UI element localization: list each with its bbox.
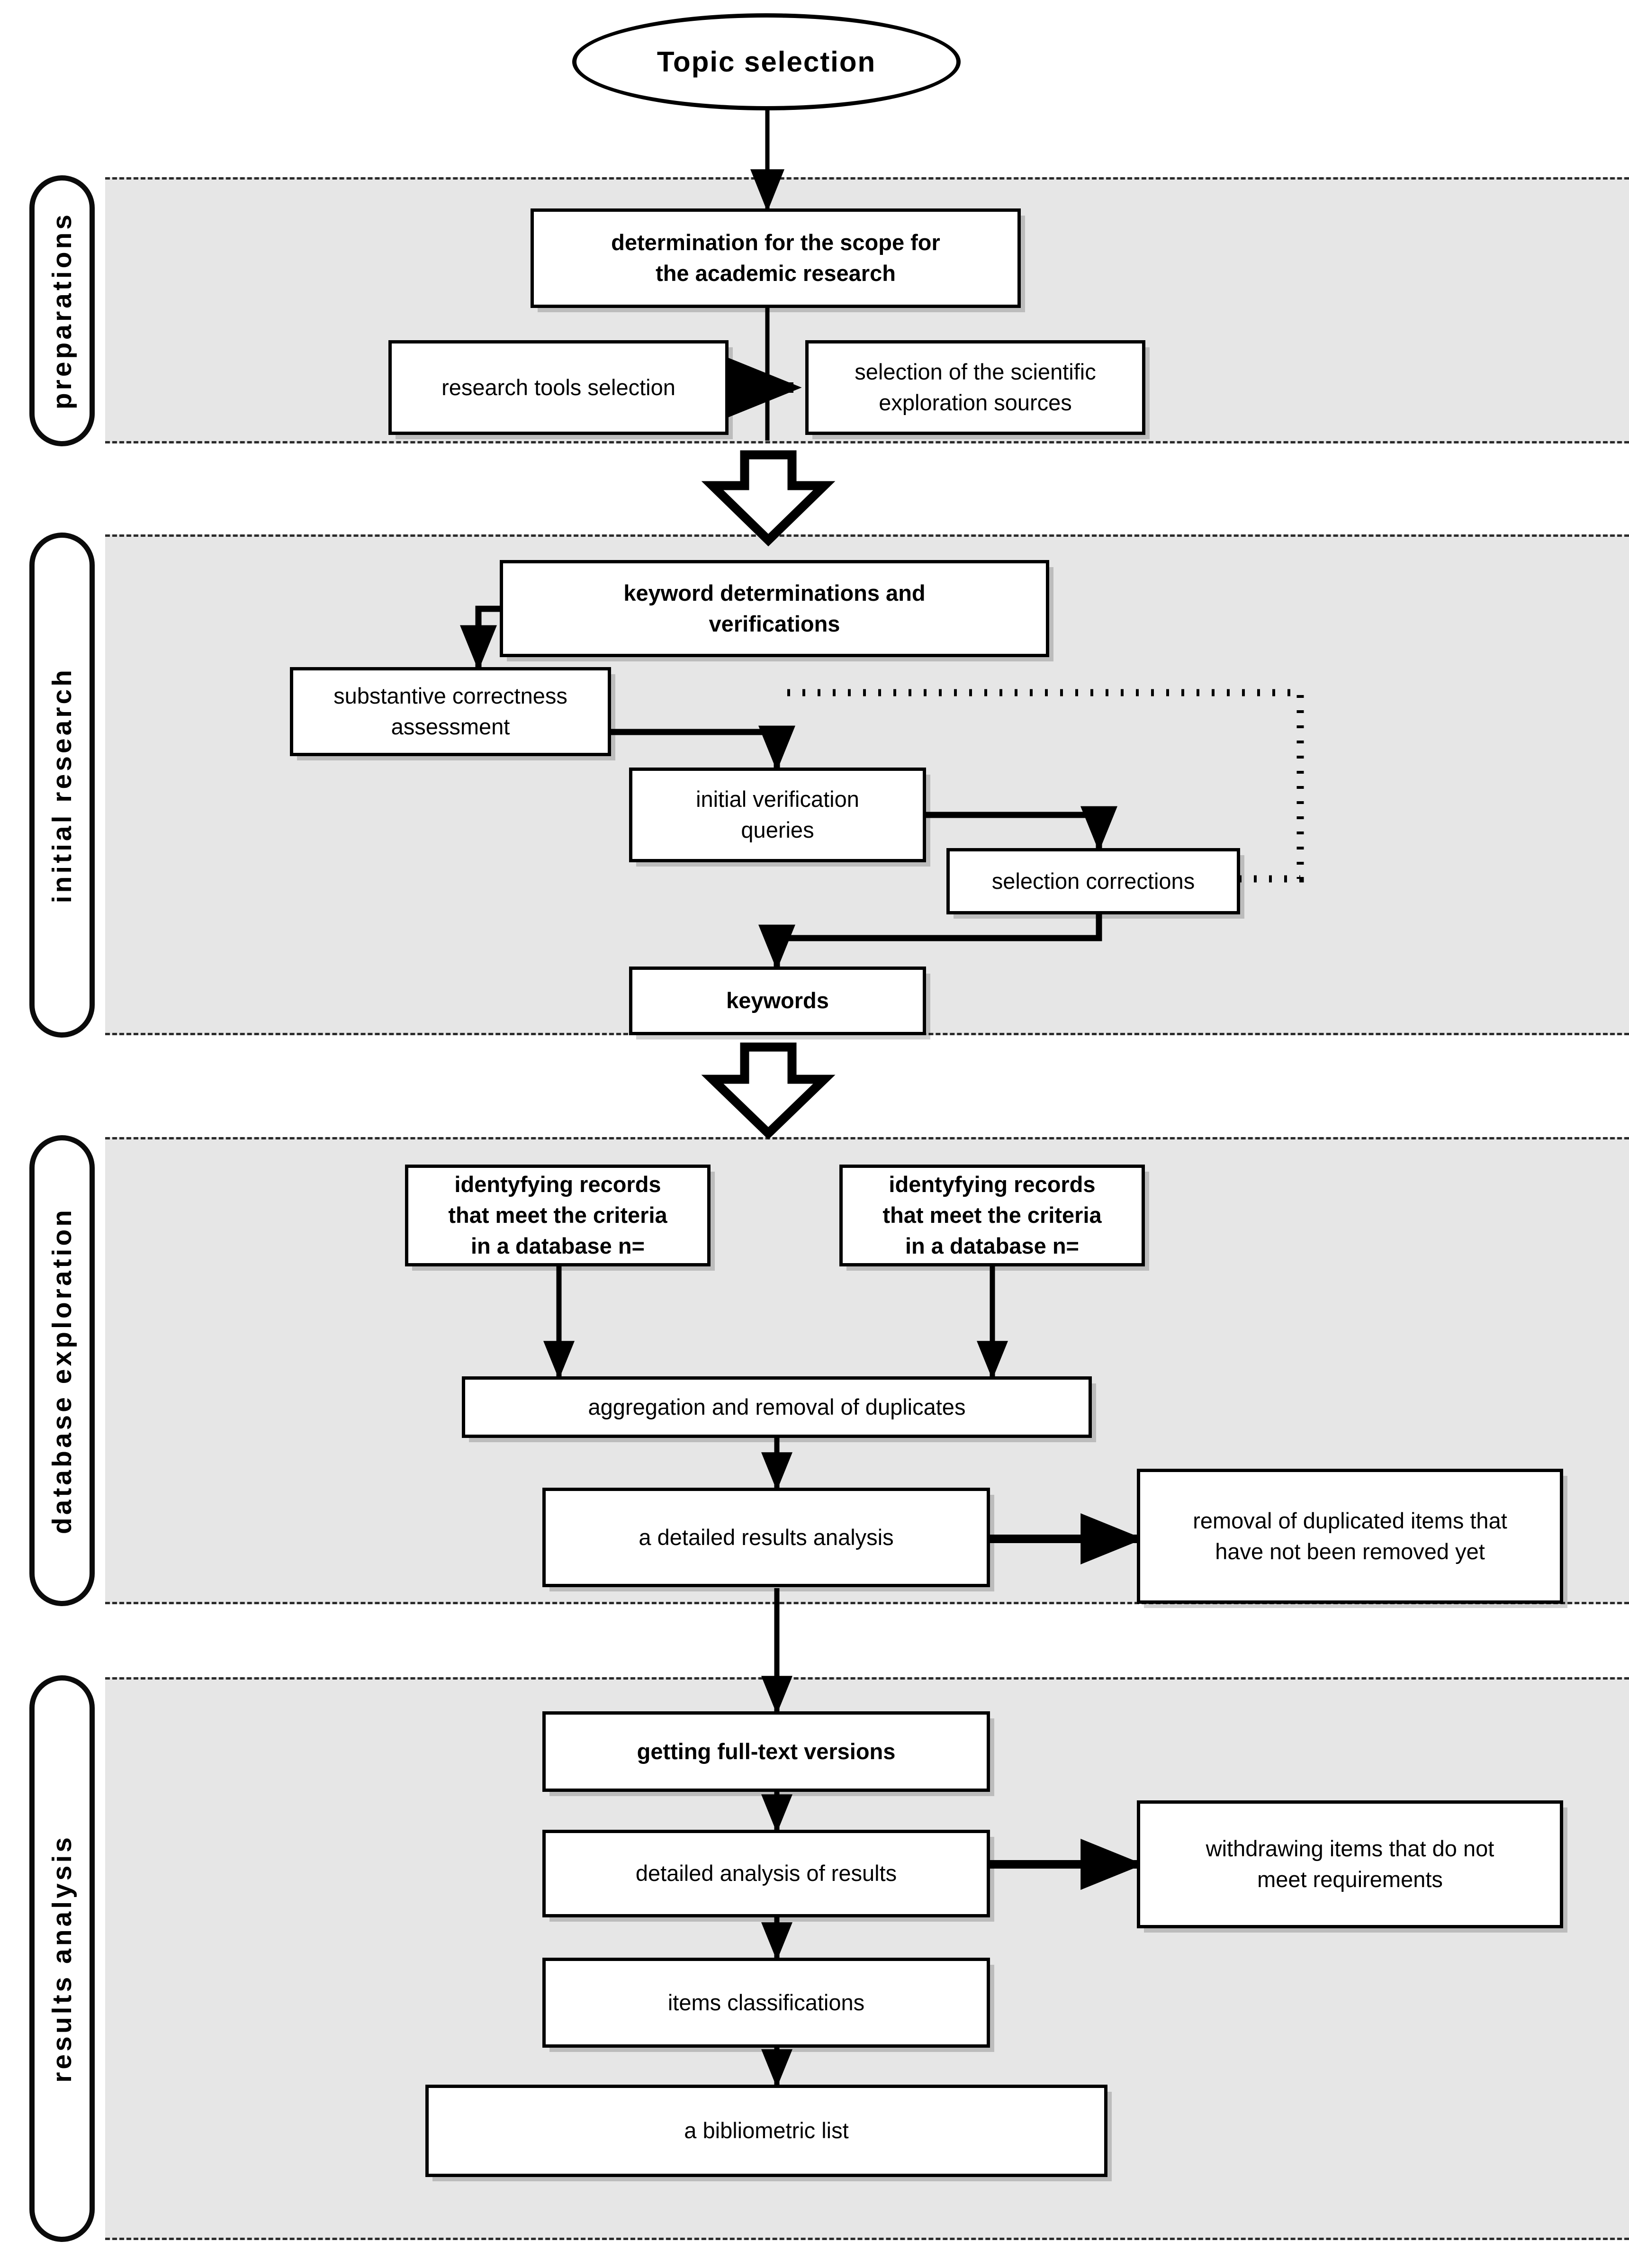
start-node-label: Topic selection <box>657 46 876 78</box>
node-exploration-sources-text: selection of the scientific exploration … <box>855 357 1096 418</box>
node-exploration-sources-line2: exploration sources <box>879 390 1072 415</box>
node-removal-duplicated-items[interactable]: removal of duplicated items that have no… <box>1137 1469 1563 1604</box>
node-aggregation-label: aggregation and removal of duplicates <box>588 1394 966 1419</box>
node-getting-full-text-versions[interactable]: getting full-text versions <box>542 1711 990 1792</box>
node-initial-queries-line1: initial verification <box>696 786 859 812</box>
node-full-text-label: getting full-text versions <box>637 1738 896 1764</box>
node-substantive-line2: assessment <box>391 714 510 739</box>
node-aggregation-removal-duplicates[interactable]: aggregation and removal of duplicates <box>462 1376 1092 1438</box>
node-keyword-line1: keyword determinations and <box>623 580 926 605</box>
node-substantive-line1: substantive correctness <box>333 683 567 709</box>
node-initial-queries-line2: queries <box>741 817 814 842</box>
node-bibliometric-list-label: a bibliometric list <box>684 2118 849 2143</box>
node-scope-line1: determination for the scope for <box>611 230 940 255</box>
lane-label-database-exploration: database exploration <box>29 1135 95 1606</box>
node-identify-db2-line1: identyfying records <box>889 1172 1096 1197</box>
node-exploration-sources-line1: selection of the scientific <box>855 359 1096 385</box>
node-identify-db2-text: identyfying records that meet the criter… <box>882 1169 1101 1262</box>
lane-label-preparations: preparations <box>29 175 95 446</box>
node-bibliometric-list[interactable]: a bibliometric list <box>425 2085 1107 2177</box>
node-identify-records-db-1[interactable]: identyfying records that meet the criter… <box>405 1165 711 1266</box>
node-identify-db1-line3: in a database n= <box>470 1233 645 1258</box>
block-arrow-preparations-to-initial <box>701 450 836 547</box>
lane-label-results-analysis: results analysis <box>29 1675 95 2242</box>
node-identify-db2-line3: in a database n= <box>905 1233 1079 1258</box>
node-scope-determination[interactable]: determination for the scope for the acad… <box>531 208 1021 308</box>
lane-label-initial-research: initial research <box>29 533 95 1038</box>
node-keyword-line2: verifications <box>709 611 840 636</box>
node-initial-verification-queries[interactable]: initial verification queries <box>629 768 926 862</box>
node-initial-queries-text: initial verification queries <box>696 784 859 846</box>
edge-feedback-loop-dotted <box>777 689 1304 883</box>
node-items-classifications-label: items classifications <box>667 1989 865 2015</box>
node-withdrawing-items[interactable]: withdrawing items that do not meet requi… <box>1137 1800 1563 1928</box>
node-detailed-results-analysis-label: a detailed results analysis <box>639 1524 894 1550</box>
node-detailed-analysis-of-results[interactable]: detailed analysis of results <box>542 1830 990 1917</box>
node-keywords[interactable]: keywords <box>629 967 926 1035</box>
node-removal-dupes-line2: have not been removed yet <box>1215 1538 1485 1564</box>
node-withdrawing-line1: withdrawing items that do not <box>1206 1836 1494 1861</box>
node-research-tools-label: research tools selection <box>441 374 675 400</box>
node-substantive-correctness-assessment[interactable]: substantive correctness assessment <box>290 667 611 756</box>
node-items-classifications[interactable]: items classifications <box>542 1958 990 2048</box>
node-scope-text: determination for the scope for the acad… <box>611 227 940 289</box>
node-keyword-determinations[interactable]: keyword determinations and verifications <box>500 560 1049 657</box>
node-withdrawing-line2: meet requirements <box>1257 1867 1443 1892</box>
block-arrow-initial-to-database <box>701 1042 836 1140</box>
node-removal-dupes-text: removal of duplicated items that have no… <box>1193 1506 1507 1567</box>
node-identify-db1-line1: identyfying records <box>454 1172 661 1197</box>
node-detailed-results-analysis[interactable]: a detailed results analysis <box>542 1488 990 1587</box>
start-node-topic-selection[interactable]: Topic selection <box>572 13 961 110</box>
node-removal-dupes-line1: removal of duplicated items that <box>1193 1508 1507 1533</box>
node-scope-line2: the academic research <box>656 261 896 286</box>
node-identify-db2-line2: that meet the criteria <box>882 1202 1102 1228</box>
node-keyword-determinations-text: keyword determinations and verifications <box>623 578 925 640</box>
edge-substantive-to-queries <box>611 725 795 771</box>
node-keywords-label: keywords <box>726 988 829 1013</box>
node-selection-corrections[interactable]: selection corrections <box>946 848 1240 914</box>
node-substantive-text: substantive correctness assessment <box>333 681 567 742</box>
edge-corrections-to-keywords <box>758 914 1102 970</box>
node-identify-db1-line2: that meet the criteria <box>448 1202 667 1228</box>
node-withdrawing-text: withdrawing items that do not meet requi… <box>1206 1834 1494 1895</box>
node-detailed-analysis-label: detailed analysis of results <box>635 1861 897 1886</box>
node-identify-records-db-2[interactable]: identyfying records that meet the criter… <box>839 1165 1145 1266</box>
node-selection-corrections-label: selection corrections <box>991 868 1195 894</box>
node-identify-db1-text: identyfying records that meet the criter… <box>448 1169 667 1262</box>
node-research-tools-selection[interactable]: research tools selection <box>388 340 729 435</box>
node-exploration-sources[interactable]: selection of the scientific exploration … <box>805 340 1145 435</box>
edge-queries-to-corrections <box>926 806 1117 852</box>
